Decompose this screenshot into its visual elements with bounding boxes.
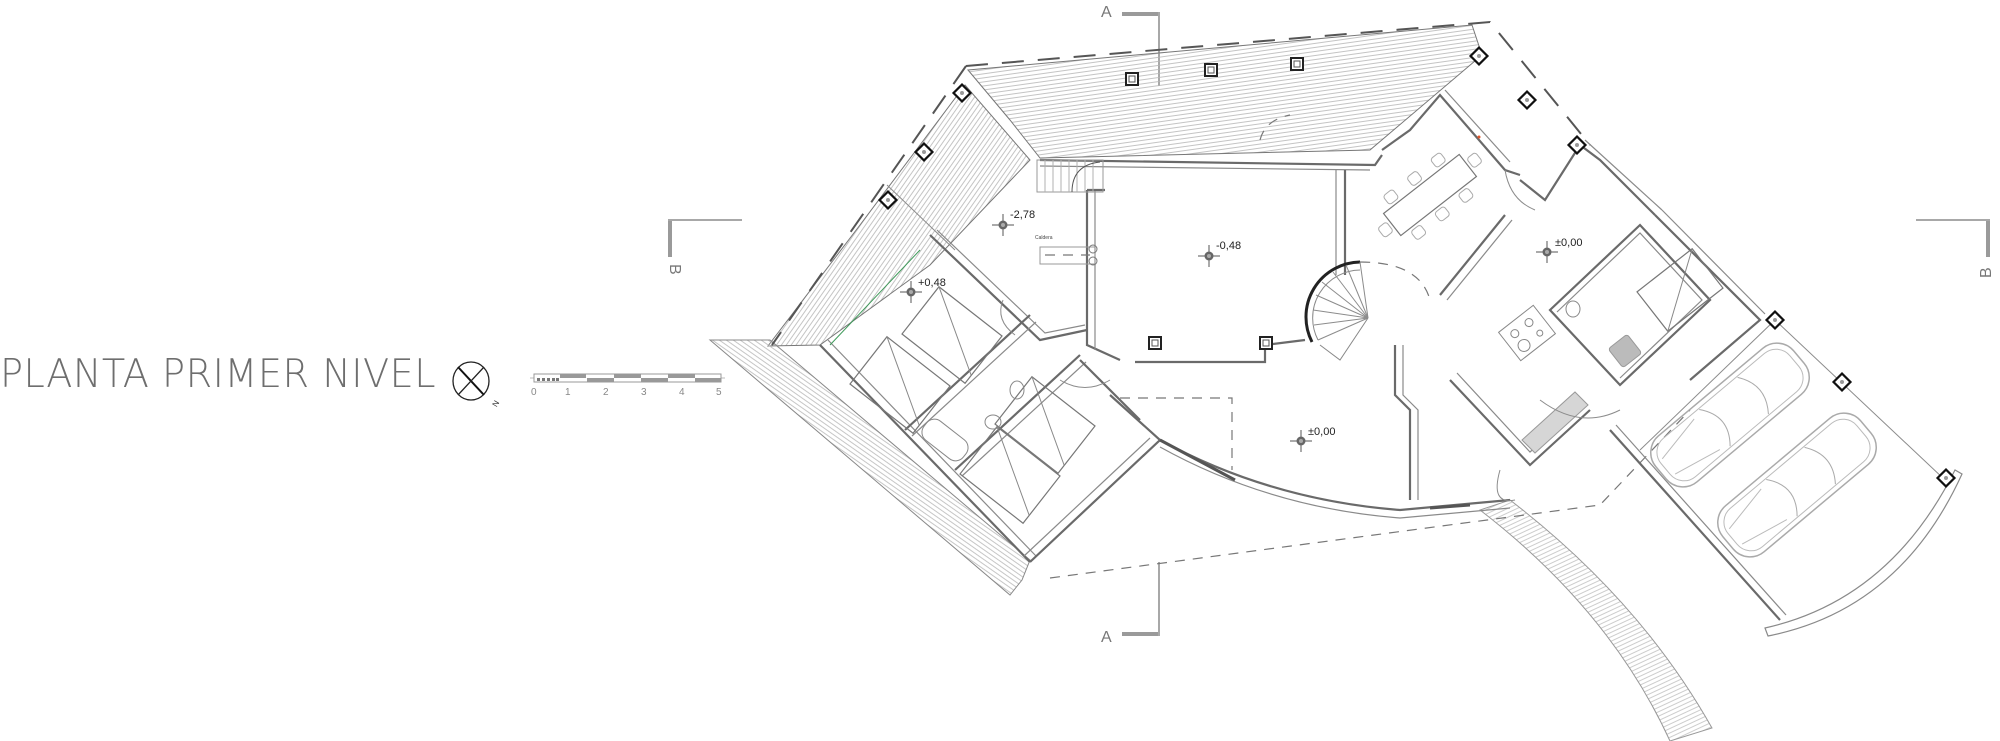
- level-marker-bedroom-wing: +0,48: [899, 277, 946, 304]
- scale-tick: 3: [641, 387, 647, 398]
- toilet-2: [1565, 300, 1581, 318]
- level-marker-living-room: -0,48: [1197, 240, 1241, 268]
- level-label: -0,48: [1216, 240, 1241, 252]
- scale-tick: 1: [565, 387, 571, 398]
- green-guide-line: [829, 249, 921, 346]
- scale-tick: 0: [531, 387, 537, 398]
- scale-tick: 4: [679, 387, 685, 398]
- section-label: A: [1101, 629, 1112, 646]
- boiler: [1039, 244, 1098, 266]
- toilet-1: [1009, 380, 1025, 400]
- north-arrow-icon: N: [452, 361, 502, 409]
- west-terrace: [766, 84, 1031, 347]
- sink-1: [984, 414, 1002, 430]
- section-cut-a-bottom: A: [1101, 562, 1160, 646]
- cooktop: [1497, 304, 1557, 362]
- garage: [1639, 319, 1963, 637]
- door-swings: [1000, 114, 1621, 502]
- section-cut-b-left: B: [666, 219, 742, 275]
- east-wing-walls: [1381, 89, 1787, 621]
- entrance-ramp: [1478, 499, 1713, 741]
- red-marker: [1477, 135, 1481, 139]
- level-label: -2,78: [1010, 209, 1035, 221]
- bathtub: [921, 418, 969, 462]
- scale-bar: 0 1 2 3 4 5: [530, 373, 725, 398]
- spiral-stair: [1304, 260, 1431, 361]
- exterior-walls: [819, 154, 1511, 563]
- kitchen-counter: [1521, 391, 1589, 454]
- scale-tick: 5: [716, 387, 722, 398]
- dining-table: [1378, 152, 1482, 240]
- north-label: N: [491, 399, 502, 409]
- section-label: A: [1101, 4, 1112, 21]
- level-marker-boiler-room: -2,78: [991, 209, 1035, 237]
- drawing-title: PLANTA PRIMER NIVEL: [0, 352, 437, 397]
- bed-1: [901, 285, 1003, 385]
- section-label: B: [666, 264, 683, 275]
- scale-tick: 2: [603, 387, 609, 398]
- bed-5: [1636, 247, 1724, 333]
- level-label: ±0,00: [1308, 426, 1335, 438]
- roof-outline: [771, 20, 1691, 579]
- bed-4: [959, 425, 1061, 525]
- car-1: [1650, 342, 1810, 488]
- level-label: +0,48: [918, 277, 946, 289]
- pergola-outline: [1120, 397, 1233, 470]
- section-label: B: [1978, 267, 1995, 278]
- level-label: ±0,00: [1555, 237, 1582, 249]
- south-windows: [1159, 438, 1471, 510]
- southwest-deck: [708, 339, 1031, 596]
- car-2: [1717, 412, 1877, 558]
- north-terrace: [967, 24, 1483, 159]
- level-marker-hall: ±0,00: [1289, 426, 1335, 453]
- straight-stair: [1036, 159, 1104, 193]
- boiler-label: Caldera: [1035, 235, 1053, 241]
- section-cut-b-right: B: [1916, 219, 1995, 278]
- level-marker-kitchen: ±0,00: [1535, 237, 1582, 264]
- bed-3: [994, 375, 1096, 475]
- bed-2: [849, 335, 951, 435]
- shower-tray: [1608, 334, 1642, 368]
